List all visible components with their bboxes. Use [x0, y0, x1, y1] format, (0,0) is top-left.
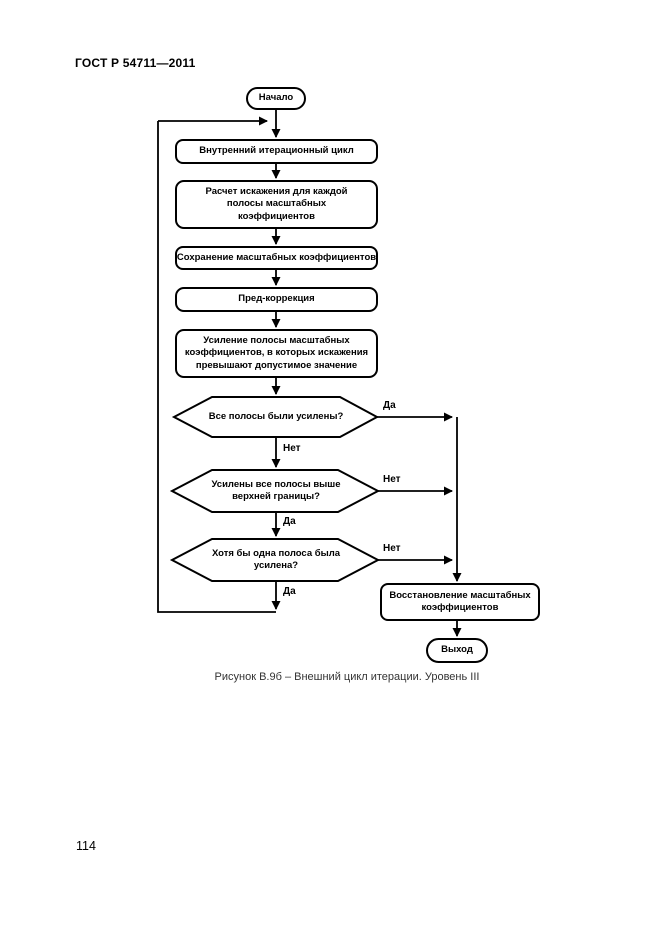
page-number: 114: [76, 839, 96, 853]
flowchart-shape-restore: [380, 583, 540, 621]
flowchart-shape-amplify-bands: [175, 329, 378, 378]
flowchart-shape-above-upper: [169, 469, 381, 513]
flowchart-shape-calc-distortion: [175, 180, 378, 229]
flowchart-shape-start: [246, 87, 306, 110]
flowchart-shape-end: [426, 638, 488, 663]
document-header: ГОСТ Р 54711—2011: [75, 56, 196, 70]
flowchart-shape-at-least-one: [169, 538, 381, 582]
flowchart-shape-save-factors: [175, 246, 378, 270]
flowchart-shape-inner-loop: [175, 139, 378, 164]
flowchart-shape-all-amplified: [171, 396, 380, 438]
flowchart-shape-pre-correction: [175, 287, 378, 312]
figure-caption: Рисунок В.9б – Внешний цикл итерации. Ур…: [214, 671, 480, 683]
